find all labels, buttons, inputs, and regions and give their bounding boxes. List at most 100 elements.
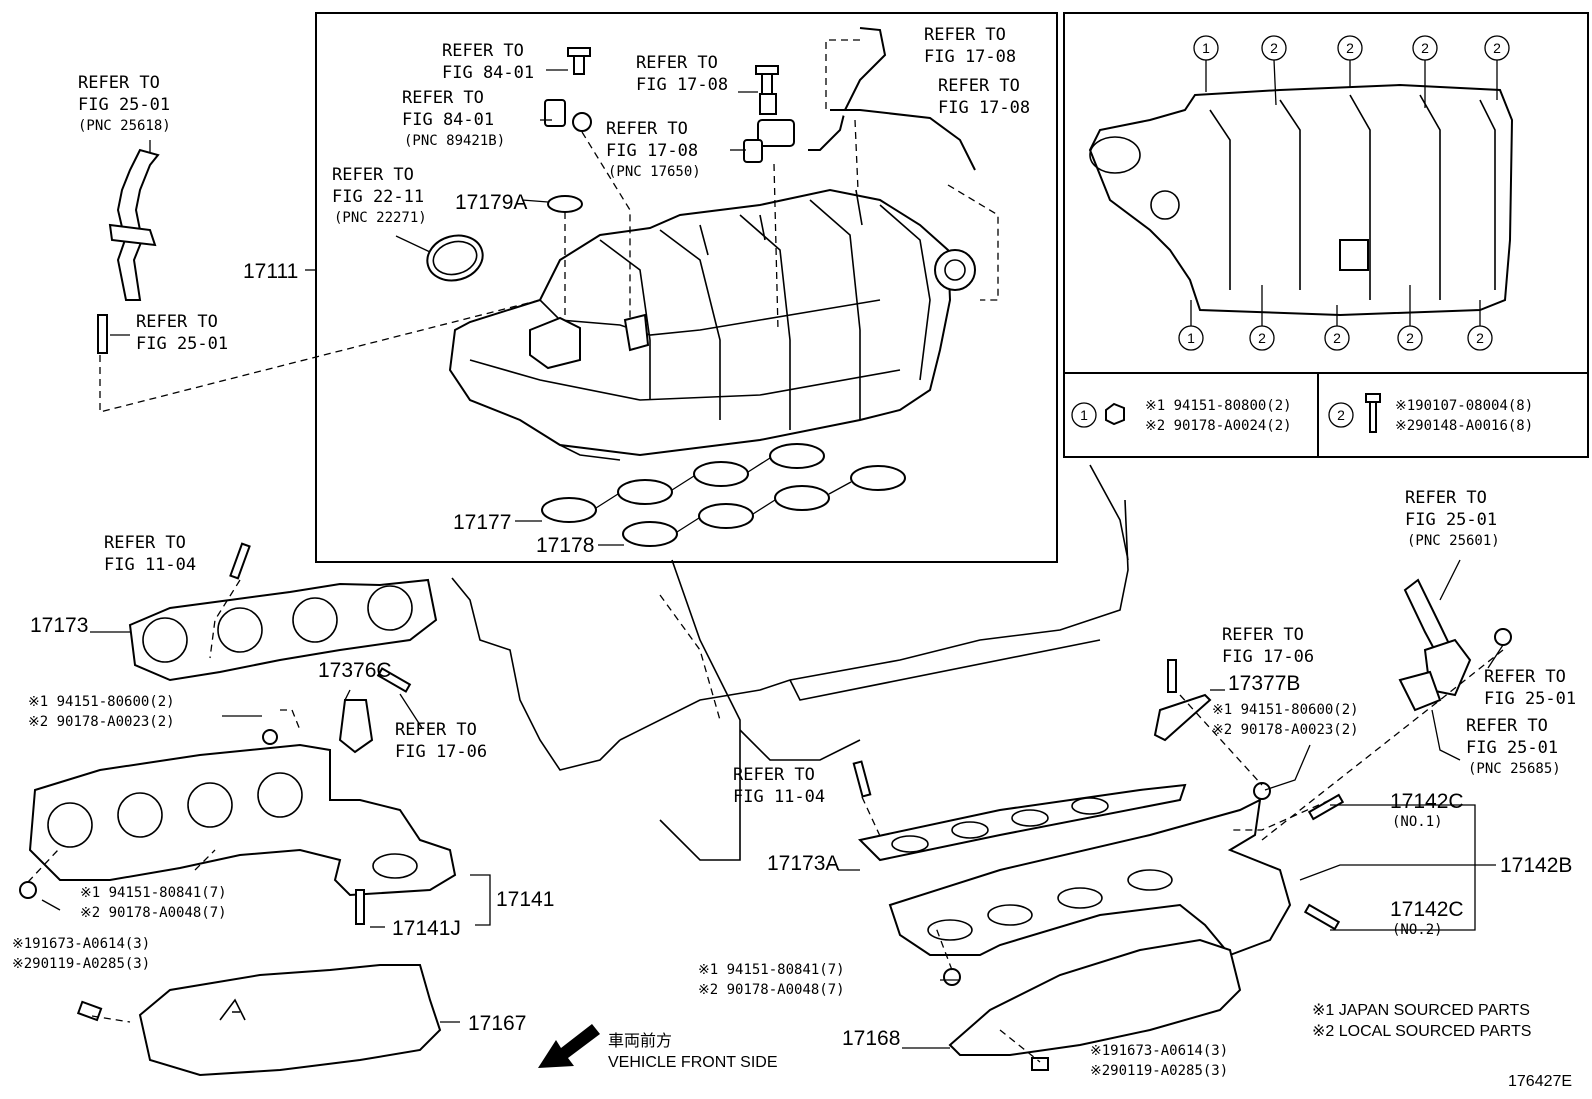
part-17168[interactable]: 17168: [842, 1027, 900, 1050]
part-17377b[interactable]: 17377B: [1228, 672, 1300, 695]
pcv-hose-right[interactable]: [1398, 578, 1472, 712]
throttle-body-gasket[interactable]: [422, 230, 487, 287]
stud-17141j[interactable]: [355, 889, 365, 925]
refer-25-01-nut-l1: REFER TO: [1484, 667, 1566, 687]
vehicle-front-arrow-icon: [538, 1024, 600, 1068]
nut-mid-lower[interactable]: [943, 968, 961, 986]
bracket-17377b[interactable]: [1153, 693, 1212, 742]
stud-17-06-right[interactable]: [1167, 659, 1177, 693]
intake-manifold-frame: [315, 12, 1058, 563]
refer-17-08-d-l1: REFER TO: [938, 76, 1020, 96]
stud-left[interactable]: [97, 314, 108, 354]
fastener-left-lower-l1: ※1 94151-80841(7): [80, 885, 227, 901]
stud-11-04-mid[interactable]: [852, 760, 872, 798]
stud-17-06-left[interactable]: [376, 667, 412, 693]
svg-text:FIG 11-04: FIG 11-04: [104, 555, 196, 575]
svg-text:※290119-A0285(3): ※290119-A0285(3): [1090, 1063, 1228, 1079]
intake-manifold[interactable]: [448, 188, 976, 461]
fastener-left-upper-l2: ※2 90178-A0023(2): [28, 714, 175, 730]
svg-text:REFER TO: REFER TO: [733, 765, 815, 785]
exhaust-manifold-17141[interactable]: [28, 743, 457, 897]
stud-11-04-left[interactable]: [229, 542, 251, 580]
part-17141j[interactable]: 17141J: [392, 917, 461, 940]
part-17141[interactable]: 17141: [496, 888, 554, 911]
inset-legend: 1 ※1 94151-80800(2) ※2 90178-A0024(2) 2 …: [1071, 393, 1533, 434]
fastener-left-bolt-l1: ※191673-A0614(3): [12, 936, 150, 952]
nut-25-01-right[interactable]: [1494, 628, 1512, 646]
legend-1-line-2: ※2 90178-A0024(2): [1145, 418, 1292, 434]
fastener-left-lower-l2: ※2 90178-A0048(7): [80, 905, 227, 921]
part-17173a[interactable]: 17173A: [767, 852, 839, 875]
fastener-right-bolt-l1: ※191673-A0614(3): [1090, 1043, 1228, 1059]
heat-insulator-17168[interactable]: [948, 938, 1242, 1056]
nut-right-upper[interactable]: [1253, 782, 1271, 800]
refer-25-01-pnc25618-l3: (PNC 25618): [78, 118, 171, 134]
svg-text:FIG 17-08: FIG 17-08: [606, 141, 698, 161]
vacuum-hose-2[interactable]: [830, 109, 976, 171]
bolt-right[interactable]: [1031, 1057, 1049, 1071]
inset-frame: [1063, 12, 1589, 458]
intake-gasket-17178[interactable]: [622, 465, 906, 547]
svg-text:※2 90178-A0048(7): ※2 90178-A0048(7): [80, 905, 227, 921]
vacuum-hose-1[interactable]: [808, 27, 887, 151]
nut-left-upper[interactable]: [262, 729, 278, 745]
vsv-valve[interactable]: [743, 65, 795, 163]
callout-2-bottom-c: 2: [1406, 330, 1414, 346]
callout-2-bottom-d: 2: [1476, 330, 1484, 346]
part-17376c[interactable]: 17376C: [318, 659, 392, 682]
refer-17-06-right-l2: FIG 17-06: [1222, 647, 1314, 667]
part-17142c-no1[interactable]: 17142C: [1390, 790, 1464, 813]
part-17142b[interactable]: 17142B: [1500, 854, 1572, 877]
refer-84-01-a-l2: FIG 84-01: [442, 63, 534, 83]
exhaust-gasket-17173[interactable]: [128, 578, 438, 682]
map-sensor[interactable]: [544, 47, 592, 132]
svg-text:REFER TO: REFER TO: [924, 25, 1006, 45]
refer-17-08-a-l1: REFER TO: [636, 53, 718, 73]
fastener-mid-lower-l1: ※1 94151-80841(7): [698, 962, 845, 978]
refer-11-04-mid-l2: FIG 11-04: [733, 787, 825, 807]
note-local-sourced: ※2 LOCAL SOURCED PARTS: [1312, 1023, 1531, 1040]
o-ring-17179a[interactable]: [547, 195, 583, 213]
svg-text:FIG 25-01: FIG 25-01: [136, 334, 228, 354]
refer-25-01-pnc25685-l1: REFER TO: [1466, 716, 1548, 736]
bolt-left[interactable]: [76, 1000, 103, 1022]
engine-block-outline: [451, 464, 1129, 861]
refer-11-04-left-l1: REFER TO: [104, 533, 186, 553]
part-17142c-no2[interactable]: 17142C: [1390, 898, 1464, 921]
intake-gasket-17177[interactable]: [541, 443, 825, 523]
part-17173[interactable]: 17173: [30, 614, 88, 637]
stud-17142c-no2[interactable]: [1303, 903, 1341, 931]
refer-22-11-l1: REFER TO: [332, 165, 414, 185]
svg-text:REFER TO: REFER TO: [136, 312, 218, 332]
vehicle-front-jp: 車両前方: [608, 1032, 672, 1050]
stud-17142c-no1[interactable]: [1307, 793, 1345, 821]
part-17179a[interactable]: 17179A: [455, 191, 527, 214]
refer-25-01-pnc25618-l2: FIG 25-01: [78, 95, 170, 115]
pcv-hose-left[interactable]: [108, 148, 160, 301]
svg-text:REFER TO: REFER TO: [1222, 625, 1304, 645]
svg-text:※1 94151-80841(7): ※1 94151-80841(7): [698, 962, 845, 978]
part-17111[interactable]: 17111: [243, 260, 298, 283]
refer-17-08-c-l2: FIG 17-08: [924, 47, 1016, 67]
svg-text:※1 94151-80841(7): ※1 94151-80841(7): [80, 885, 227, 901]
bracket-17376c[interactable]: [338, 699, 374, 754]
part-17177[interactable]: 17177: [453, 511, 511, 534]
svg-text:(PNC 17650): (PNC 17650): [608, 164, 701, 180]
refer-25-01-stud-l1: REFER TO: [136, 312, 218, 332]
heat-insulator-17167[interactable]: [138, 964, 442, 1077]
refer-84-01-b-l2: FIG 84-01: [402, 110, 494, 130]
svg-text:REFER TO: REFER TO: [938, 76, 1020, 96]
svg-text:※2 90178-A0023(2): ※2 90178-A0023(2): [1212, 722, 1359, 738]
svg-text:※1 94151-80600(2): ※1 94151-80600(2): [28, 694, 175, 710]
exhaust-gasket-17173a[interactable]: [857, 783, 1187, 862]
nut-left-lower[interactable]: [19, 881, 37, 899]
part-17167[interactable]: 17167: [468, 1012, 526, 1035]
exhaust-manifold-17142b[interactable]: [888, 798, 1292, 957]
svg-text:FIG 17-08: FIG 17-08: [636, 75, 728, 95]
svg-text:FIG 84-01: FIG 84-01: [442, 63, 534, 83]
part-17178[interactable]: 17178: [536, 534, 594, 557]
svg-text:REFER TO: REFER TO: [78, 73, 160, 93]
fastener-left-upper-l1: ※1 94151-80600(2): [28, 694, 175, 710]
inset-callouts: 1 2 2 2 2 1 2 2 2 2: [1178, 35, 1510, 351]
svg-text:FIG 22-11: FIG 22-11: [332, 187, 424, 207]
